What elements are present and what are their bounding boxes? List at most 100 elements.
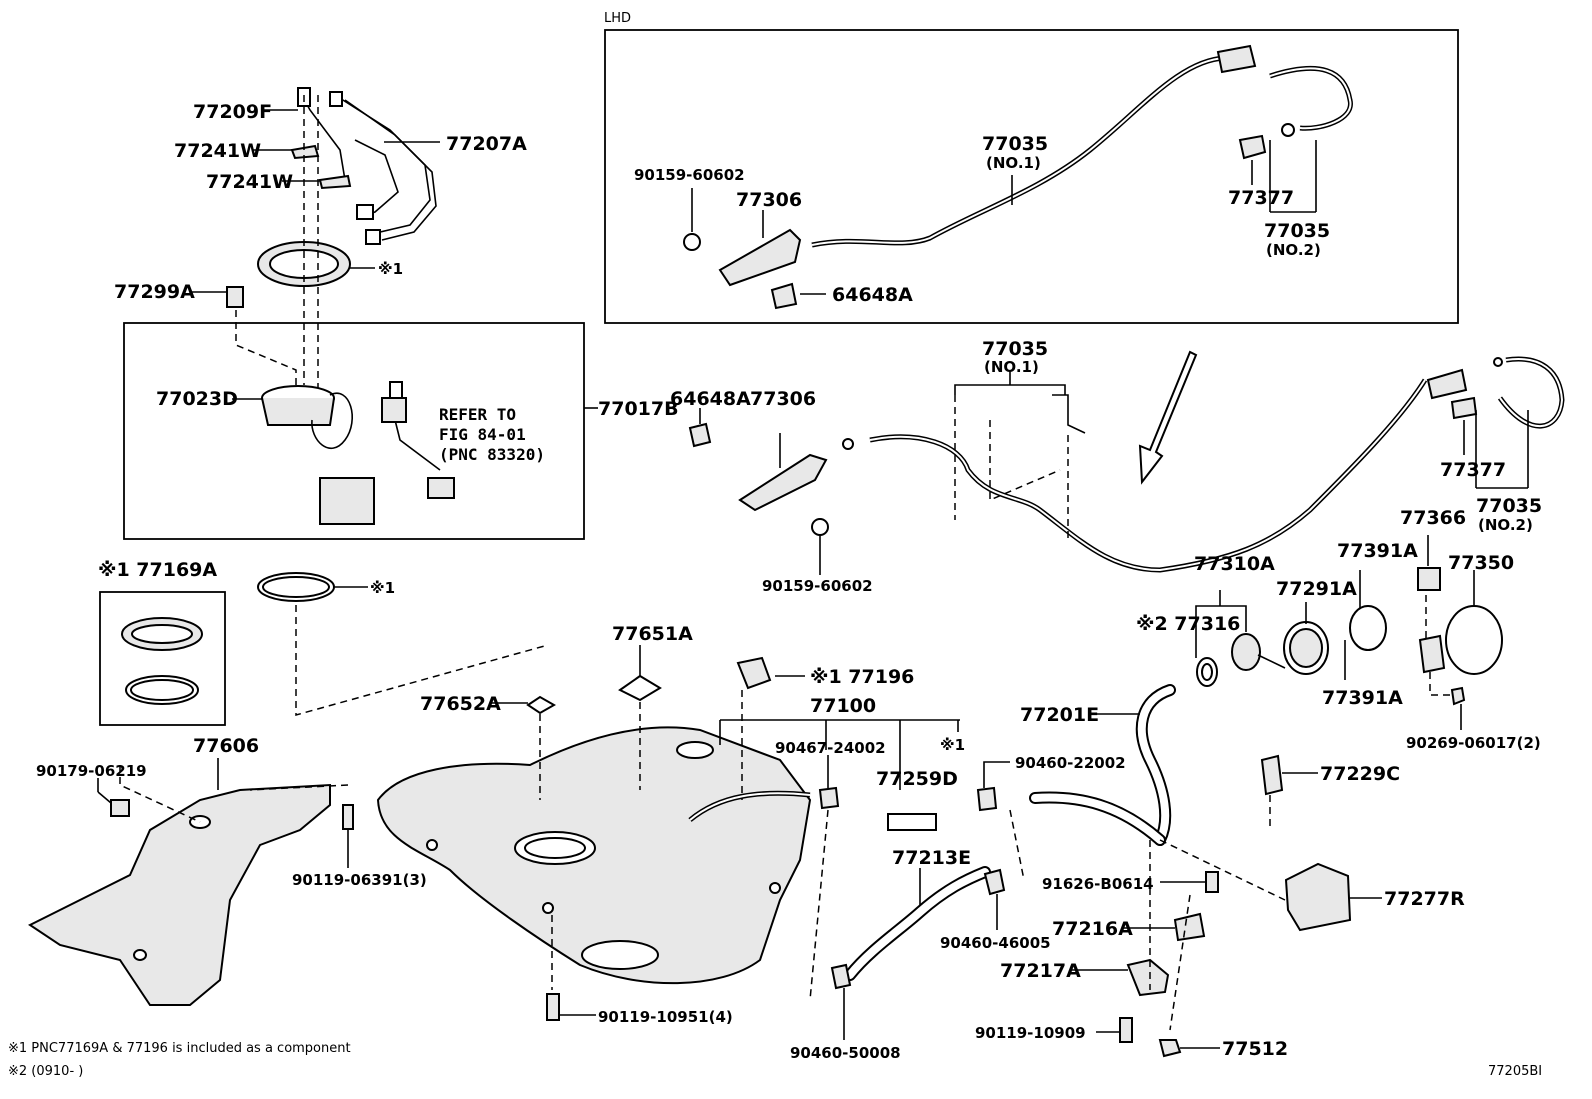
label-77035-main: 77035 [982, 338, 1048, 360]
label-77606: 77606 [193, 735, 259, 757]
label-77035-main2: 77035 [1476, 495, 1542, 517]
label-77229C: 77229C [1320, 763, 1400, 785]
protector-section: 77606 90179-06219 90119-06391(3) [28, 735, 427, 1006]
gasket-box [99, 591, 226, 726]
label-77277R: 77277R [1384, 888, 1465, 910]
label-90460-46005: 90460-46005 [940, 934, 1051, 952]
label-77299A: 77299A [114, 281, 195, 303]
label-77169A: ※1 77169A [98, 559, 217, 581]
label-77217A: 77217A [1000, 960, 1081, 982]
clamp-90460-46005 [983, 868, 1006, 896]
clip-64648A [688, 422, 712, 448]
label-77201E: 77201E [1020, 704, 1099, 726]
valve-77196 [736, 656, 772, 690]
lhd-77377-clip [1238, 134, 1267, 160]
label-77241W-1: 77241W [174, 140, 261, 162]
label-90119-10909: 90119-10909 [975, 1024, 1086, 1042]
direction-arrow [1138, 350, 1198, 485]
lhd-lever-77306 [718, 228, 802, 287]
cap-77512 [1158, 1039, 1182, 1058]
pump-box-77017B [123, 322, 585, 540]
label-91626: 91626-B0614 [1042, 875, 1154, 893]
refer-line3: (PNC 83320) [439, 445, 545, 464]
label-note1-ring: ※1 [378, 260, 403, 278]
label-77310A: 77310A [1194, 553, 1275, 575]
lever-77306 [738, 453, 828, 512]
lhd-clip-64648A [770, 282, 798, 310]
label-77259D: 77259D [876, 768, 958, 790]
hinge [1418, 634, 1446, 674]
label-77391A-2: 77391A [1322, 687, 1403, 709]
label-note1-77100: ※1 [940, 736, 965, 754]
lhd-label: LHD [604, 11, 631, 26]
label-90119-10951: 90119-10951(4) [598, 1008, 733, 1026]
protector-77277R [1284, 862, 1352, 932]
label-77035-main-no2: (NO.2) [1478, 516, 1533, 534]
lhd-77035-no2: (NO.2) [1266, 241, 1321, 259]
bolt-90119-10951 [546, 993, 560, 1021]
lhd-cable-connector [1216, 44, 1257, 74]
label-77216A: 77216A [1052, 918, 1133, 940]
label-77017B: 77017B [598, 398, 679, 420]
label-note1-gasket: ※1 [370, 579, 395, 597]
bracket-77217A [1126, 958, 1170, 997]
label-90460-22002: 90460-22002 [1015, 754, 1126, 772]
refer-line2: FIG 84-01 [439, 425, 526, 444]
bolt-90119-06391 [342, 804, 354, 830]
label-77391A-1: 77391A [1337, 540, 1418, 562]
label-77196: ※1 77196 [810, 666, 914, 688]
label-77291A: 77291A [1276, 578, 1357, 600]
gasket-section: ※1 77169A ※1 [98, 559, 549, 726]
clip-77241W-1 [290, 144, 320, 160]
lhd-77035-no1: (NO.1) [986, 154, 1041, 172]
lhd-64648A-label: 64648A [832, 284, 913, 306]
footnotes: ※1 PNC77169A & 77196 is included as a co… [8, 1041, 1542, 1079]
label-77350: 77350 [1448, 552, 1514, 574]
footnote-2: ※2 (0910- ) [8, 1064, 83, 1079]
refer-line1: REFER TO [439, 405, 516, 424]
label-77100: 77100 [810, 695, 876, 717]
label-77213E: 77213E [892, 847, 971, 869]
label-90119-06391: 90119-06391(3) [292, 871, 427, 889]
screw-90269 [1450, 686, 1466, 706]
lhd-77035-label: 77035 [982, 133, 1048, 155]
clip-77377 [1450, 396, 1478, 420]
lhd-77035-no2-label: 77035 [1264, 220, 1330, 242]
label-77651A: 77651A [612, 623, 693, 645]
label-90460-50008: 90460-50008 [790, 1044, 901, 1062]
clip-77366 [1417, 567, 1441, 591]
label-77512: 77512 [1222, 1038, 1288, 1060]
clamp-90460-50008 [830, 963, 852, 990]
main-cable-77035-no2 [1497, 356, 1565, 429]
part-77299A [226, 286, 244, 308]
label-77316: ※2 77316 [1136, 613, 1240, 635]
hose-77213E [844, 866, 991, 981]
cap-77310A [1231, 633, 1261, 671]
main-cable-connector [1426, 368, 1468, 400]
label-77241W-2: 77241W [206, 171, 293, 193]
label-77209F: 77209F [193, 101, 272, 123]
screw-90159 [811, 518, 829, 536]
label-90269: 90269-06017(2) [1406, 734, 1541, 752]
bolt-90119-10909 [1119, 1017, 1133, 1043]
protector-77606 [28, 783, 331, 1006]
bolt-91626 [1205, 871, 1219, 893]
label-64648A: 64648A [670, 388, 751, 410]
label-77377: 77377 [1440, 459, 1506, 481]
label-77652A: 77652A [420, 693, 501, 715]
label-90159: 90159-60602 [762, 577, 873, 595]
lid-77350 [1445, 605, 1503, 675]
lhd-90159-label: 90159-60602 [634, 166, 745, 184]
diagram-id: 77205BI [1488, 1064, 1542, 1079]
footnote-1: ※1 PNC77169A & 77196 is included as a co… [8, 1041, 351, 1056]
pump-filter [319, 477, 375, 525]
clamp-90460-22002 [976, 786, 998, 812]
lhd-box [604, 29, 1459, 324]
tube-77259D [887, 813, 937, 831]
nut-90179 [110, 799, 130, 817]
label-90179: 90179-06219 [36, 762, 147, 780]
pad-77652A [526, 695, 557, 715]
clamp-90467 [818, 786, 840, 810]
tank-77100 [376, 726, 812, 985]
